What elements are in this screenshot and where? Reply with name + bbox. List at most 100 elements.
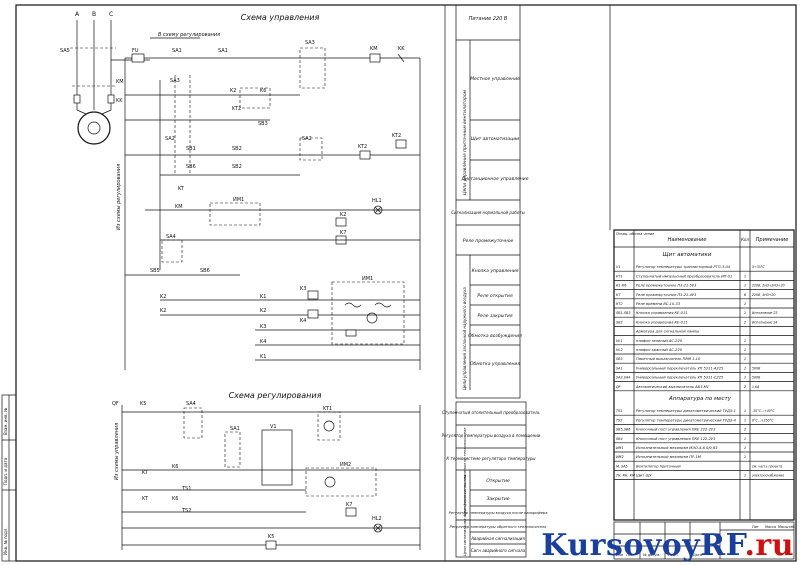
svg-text:K4: K4 <box>260 339 266 345</box>
svg-text:Закрытие: Закрытие <box>486 496 509 502</box>
svg-text:K7: K7 <box>340 230 346 236</box>
spec-cell-note: см. часть проекта <box>752 464 782 468</box>
svg-text:KT2: KT2 <box>392 133 401 139</box>
function-column-upper: Питание 220 В Цепи управления приточным … <box>451 4 529 399</box>
svg-text:K5: K5 <box>268 534 274 540</box>
svg-text:SA2: SA2 <box>302 136 312 142</box>
spec-cell-name: Регулятор температуры дилатометрический … <box>636 409 736 413</box>
svg-text:№ докум.: № докум. <box>643 553 660 557</box>
spec-cell-name: Исполнительный механизм ПР-1М <box>636 455 701 459</box>
svg-text:HL2: HL2 <box>372 516 382 522</box>
spec-cell-note: 220В, 2НЗ+2НЗ+20 <box>752 284 785 288</box>
spec-cell-name: Реле промежуточное П3-21-5У3 <box>636 284 697 288</box>
side-stamp-text-1: Инв. № подл. <box>3 527 8 555</box>
spec-cell-qty: 6 <box>744 293 747 297</box>
svg-text:SA3: SA3 <box>305 40 315 46</box>
spec-cell-pos: V1 <box>616 265 620 269</box>
spec-cell-name: Пакетный выключатель ПВМ 1-10 <box>636 357 701 361</box>
regulation-scheme-title: Схема регулирования <box>229 391 322 400</box>
spec-cell-qty: 1 <box>744 455 746 459</box>
spec-cell-qty: 2 <box>744 385 747 389</box>
spec-cell-name: Кнопочный пост управления ПКЕ 122-2У3 <box>636 437 716 441</box>
spec-cell-name: плафон красный АС-220 <box>636 348 683 352</box>
phase-c-label: C <box>109 11 113 18</box>
watermark-suffix: .ru <box>744 528 794 563</box>
spec-cell-note: Исполнение 2З <box>752 311 777 315</box>
svg-text:K3: K3 <box>260 324 266 330</box>
spec-cell-pos: ИМ2 <box>616 455 624 459</box>
svg-text:K2: K2 <box>230 88 236 94</box>
spec-cell-pos: К1-К6 <box>616 284 626 288</box>
spec-cell-qty: 1 <box>744 418 746 422</box>
power-section: A B C SA5 KM KK В схему регулирования Из… <box>60 11 220 230</box>
spec-cell-qty: 2 <box>744 320 747 324</box>
spec-cell-qty: 1 <box>744 366 746 370</box>
svg-text:SA4: SA4 <box>186 401 196 407</box>
spec-cell-qty: 1 <box>744 437 746 441</box>
fan-motor-symbol <box>77 111 111 145</box>
spec-cell-note: 5÷35°С <box>752 265 765 269</box>
spec-header-qty: Кол <box>741 237 749 242</box>
svg-text:K5: K5 <box>140 401 146 407</box>
svg-text:K4: K4 <box>300 318 306 324</box>
spec-cell-pos: SB1-SB3 <box>616 311 631 315</box>
spec-cell-qty: 1 <box>744 339 746 343</box>
phase-b-label: B <box>92 11 96 18</box>
svg-text:SA2: SA2 <box>165 136 175 142</box>
spec-cell-qty: 1 <box>744 409 746 413</box>
spec-cell-name: Вентилятор приточный <box>636 464 681 468</box>
svg-text:QF: QF <box>112 401 119 407</box>
spec-cell-qty: 2 <box>744 428 747 432</box>
svg-text:SA3: SA3 <box>170 78 180 84</box>
svg-text:Щит автоматизации: Щит автоматизации <box>471 136 520 142</box>
spec-cell-qty: 1 <box>744 376 746 380</box>
svg-text:K2: K2 <box>340 212 346 218</box>
svg-text:К термосистеме регулятора темп: К термосистеме регулятора температуры <box>446 456 535 461</box>
svg-text:SA1: SA1 <box>172 48 182 54</box>
spec-cell-pos: КТ1 <box>616 274 623 278</box>
from-regulation-note: Из схемы регулирования <box>116 164 122 230</box>
side-stamp: Инв. № подл. Подп. и дата Взам. инв. № <box>1 394 17 562</box>
spec-cell-name: Арматура для сигнальной лампы <box>635 330 699 334</box>
svg-text:Сигнализация нормальной работы: Сигнализация нормальной работы <box>451 210 525 215</box>
svg-text:Изм: Изм <box>616 553 623 557</box>
to-regulation-note: В схему регулирования <box>158 32 220 38</box>
svg-text:KM: KM <box>116 79 124 85</box>
specification-table: Позиц. обозна чение Наименование Кол При… <box>613 229 795 521</box>
svg-text:ИМ1: ИМ1 <box>233 197 244 203</box>
svg-text:KT: KT <box>142 470 149 476</box>
spec-cell-name: Реле промежуточное П3-21-4У3 <box>636 293 697 297</box>
svg-text:KM: KM <box>175 204 183 210</box>
regulation-schematic: QF K5 SA4 SA1 V1 KT1 K6 KT ИМ2 TS1 KT K6… <box>112 401 421 550</box>
spec-cell-name: Универсальный переключатель УП 5311-С225 <box>636 376 724 380</box>
svg-text:K3: K3 <box>300 286 306 292</box>
svg-text:KK: KK <box>398 46 405 52</box>
svg-text:Регулятор температуры воздуха: Регулятор температуры воздуха в помещени… <box>442 433 541 438</box>
spec-cell-name: Исполнительный механизм МЭО-4-6,0/0,63 <box>636 446 718 450</box>
svg-text:K2: K2 <box>160 308 166 314</box>
svg-text:Обмотка возбуждения: Обмотка возбуждения <box>468 333 522 339</box>
spec-cell-name: Щит ЩУ <box>636 474 652 478</box>
spec-cell-pos: М, SA5 <box>616 464 628 468</box>
svg-text:SB1: SB1 <box>186 146 196 152</box>
spec-cell-qty: 1 <box>744 446 746 450</box>
spec-cell-pos: HL2 <box>616 348 623 352</box>
svg-text:Открытие: Открытие <box>486 478 510 484</box>
spec-cell-name: Универсальный переключатель УП 5311-А225 <box>636 366 724 370</box>
svg-text:Реле промежуточное: Реле промежуточное <box>463 238 514 244</box>
from-control-note: Из схемы управления <box>114 423 120 480</box>
svg-text:KK: KK <box>116 98 123 104</box>
svg-text:Лист: Лист <box>626 553 635 557</box>
spec-header-name: Наименование <box>668 237 707 243</box>
spec-cell-name: Кнопка управления КЕ-011 <box>636 320 688 324</box>
spec-section-2: Аппаратура по месту <box>668 396 732 402</box>
svg-text:SB3: SB3 <box>258 121 268 127</box>
spec-cell-pos: SB5,SB6 <box>616 428 630 432</box>
svg-text:Цепи управления заслонкой нару: Цепи управления заслонкой наружного возд… <box>462 287 467 390</box>
svg-text:SA5: SA5 <box>60 48 70 54</box>
svg-text:Реле открытия: Реле открытия <box>477 293 513 299</box>
spec-cell-name: Автоматический выключатель АБ3-М1 <box>635 385 709 389</box>
spec-cell-pos: TS2 <box>616 418 622 422</box>
spec-cell-note: 1,6А <box>752 385 759 389</box>
svg-text:SA1: SA1 <box>230 426 240 432</box>
